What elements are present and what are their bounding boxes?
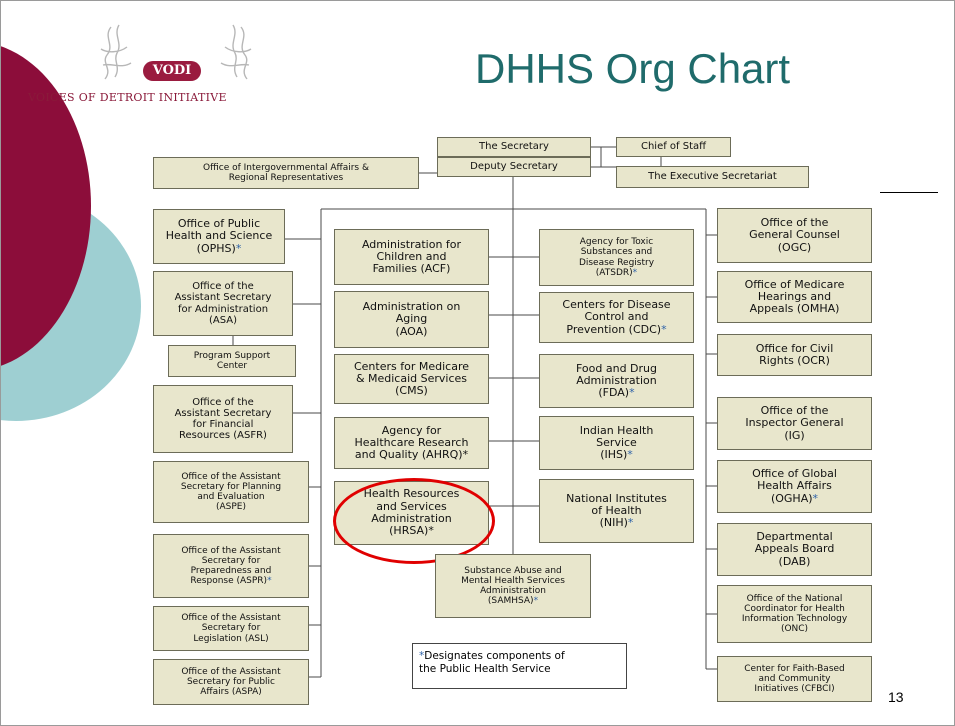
phs-star-icon: * [661, 322, 667, 336]
box-executive-secretariat: The Executive Secretariat [616, 166, 809, 188]
phs-star-icon: * [812, 491, 819, 505]
box-asfr: Office of the Assistant Secretary for Fi… [153, 385, 293, 453]
box-nih: National Institutes of Health (NIH)* [539, 479, 694, 543]
page-number: 13 [888, 689, 904, 705]
phs-star-icon: * [629, 386, 635, 400]
box-asl: Office of the Assistant Secretary for Le… [153, 606, 309, 651]
logo-figures-icon [100, 24, 252, 80]
box-cms: Centers for Medicare & Medicaid Services… [334, 354, 489, 404]
box-aoa: Administration on Aging (AOA) [334, 291, 489, 348]
box-samhsa: Substance Abuse and Mental Health Servic… [435, 554, 591, 618]
box-program-support-center: Program Support Center [168, 345, 296, 377]
box-asa: Office of the Assistant Secretary for Ad… [153, 271, 293, 336]
legend-text: Designates components of the Public Heal… [419, 650, 565, 675]
logo-badge: VODI [143, 61, 201, 81]
box-ophs: Office of Public Health and Science (OPH… [153, 209, 285, 264]
phs-star-icon: * [632, 267, 638, 278]
box-aspa: Office of the Assistant Secretary for Pu… [153, 659, 309, 705]
box-cfbci: Center for Faith-Based and Community Ini… [717, 656, 872, 702]
box-ogc: Office of the General Counsel (OGC) [717, 208, 872, 263]
box-ahrq: Agency for Healthcare Research and Quali… [334, 417, 489, 469]
box-aspe: Office of the Assistant Secretary for Pl… [153, 461, 309, 523]
phs-star-icon: * [419, 650, 425, 662]
hrsa-highlight-circle [333, 478, 495, 564]
box-chief-of-staff: Chief of Staff [616, 137, 731, 157]
box-atsdr: Agency for Toxic Substances and Disease … [539, 229, 694, 286]
box-onc: Office of the National Coordinator for H… [717, 585, 872, 643]
box-ihs: Indian Health Service (IHS)* [539, 416, 694, 470]
box-ocr: Office for Civil Rights (OCR) [717, 334, 872, 376]
phs-star-icon: * [267, 576, 272, 587]
box-fda: Food and Drug Administration (FDA)* [539, 354, 694, 408]
phs-star-icon: * [627, 516, 634, 530]
box-ogha: Office of Global Health Affairs (OGHA)* [717, 460, 872, 513]
box-secretary: The Secretary [437, 137, 591, 157]
box-dab: Departmental Appeals Board (DAB) [717, 523, 872, 576]
box-ig: Office of the Inspector General (IG) [717, 397, 872, 450]
box-deputy-secretary: Deputy Secretary [437, 157, 591, 177]
page-title: DHHS Org Chart [475, 45, 791, 92]
logo-subtitle: VOICES OF DETROIT INITIATIVE [28, 91, 227, 104]
phs-star-icon: * [235, 241, 242, 255]
phs-star-icon: * [533, 596, 539, 607]
box-aspr: Office of the Assistant Secretary for Pr… [153, 534, 309, 598]
box-intergovernmental-affairs: Office of Intergovernmental Affairs & Re… [153, 157, 419, 189]
box-acf: Administration for Children and Families… [334, 229, 489, 285]
phs-star-icon: * [627, 448, 633, 462]
vodi-logo: VODI VOICES OF DETROIT INITIATIVE [23, 19, 293, 114]
box-cdc: Centers for Disease Control and Preventi… [539, 292, 694, 343]
divider-line [880, 192, 938, 193]
legend: *Designates components of the Public Hea… [412, 643, 627, 689]
box-omha: Office of Medicare Hearings and Appeals … [717, 271, 872, 323]
